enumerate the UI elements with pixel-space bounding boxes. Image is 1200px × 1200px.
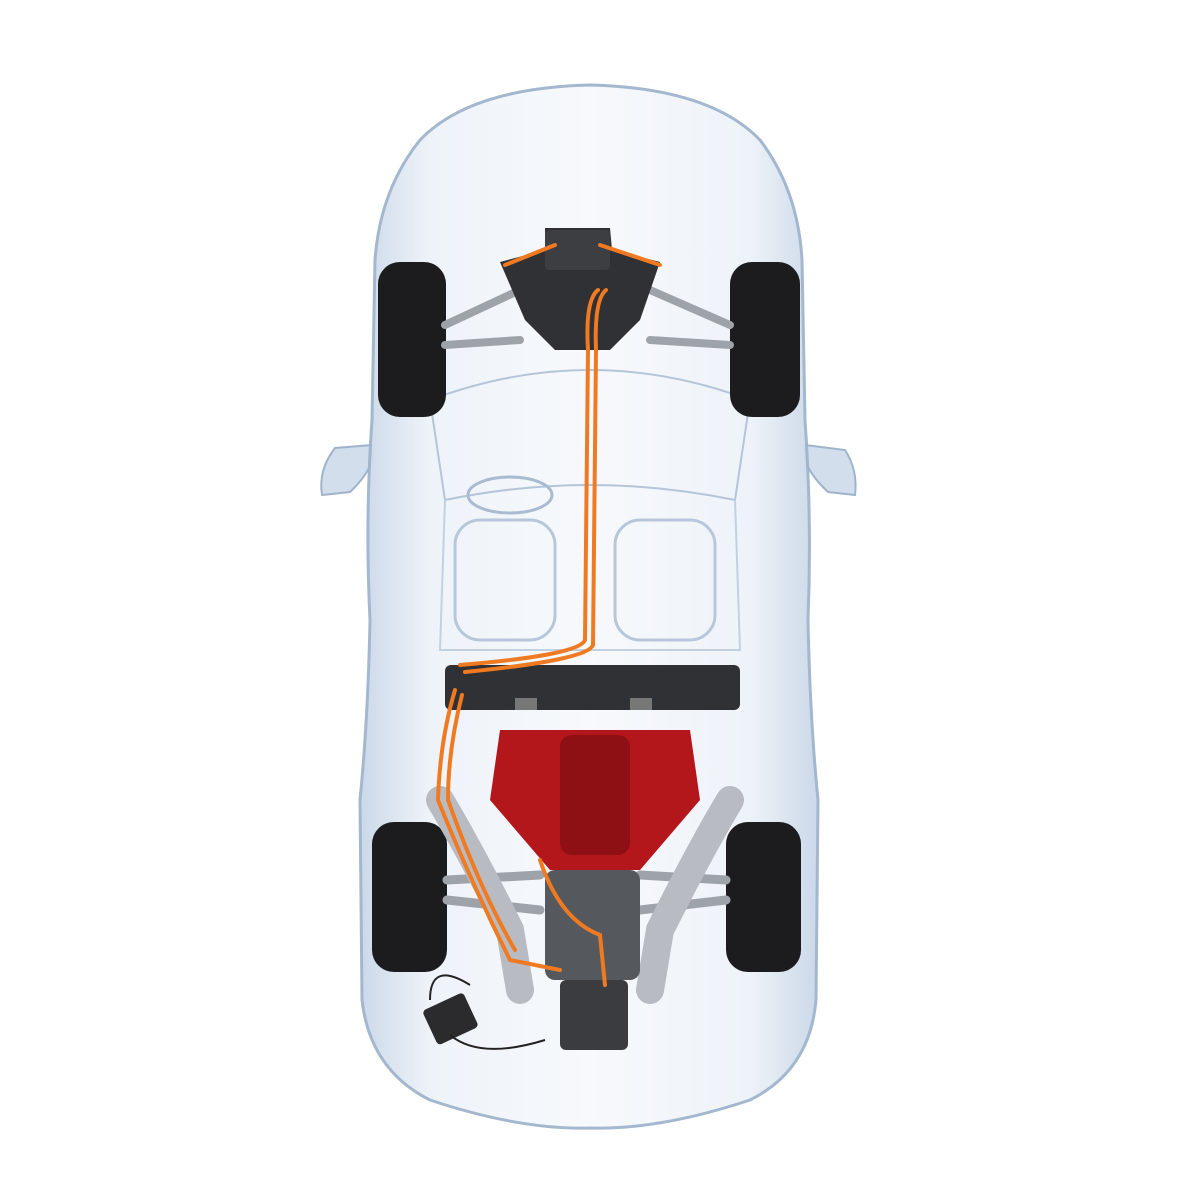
right-seat — [613, 518, 717, 642]
right-mirror — [804, 443, 857, 497]
rear-left-tire — [372, 822, 447, 972]
front-right-tire — [730, 262, 800, 417]
high-voltage-cables — [435, 243, 662, 987]
engine-sump — [545, 870, 640, 980]
windshield — [428, 369, 752, 502]
front-electric-motor — [500, 228, 660, 350]
front-suspension — [441, 286, 734, 349]
battery-connector-left — [515, 698, 537, 710]
right-exhaust — [636, 786, 744, 1004]
front-inverter — [545, 230, 610, 270]
left-mirror — [320, 443, 373, 497]
battery-pack — [445, 665, 740, 710]
battery-connector-right — [630, 698, 652, 710]
control-unit-wire — [429, 974, 546, 1050]
steering-wheel — [466, 475, 554, 515]
rear-right-tire — [726, 822, 801, 972]
rear-gearbox — [560, 980, 628, 1050]
left-exhaust — [426, 786, 534, 1004]
engine-intake — [560, 735, 630, 855]
front-left-tire — [378, 262, 446, 417]
left-seat — [453, 518, 557, 642]
control-unit — [423, 993, 478, 1045]
